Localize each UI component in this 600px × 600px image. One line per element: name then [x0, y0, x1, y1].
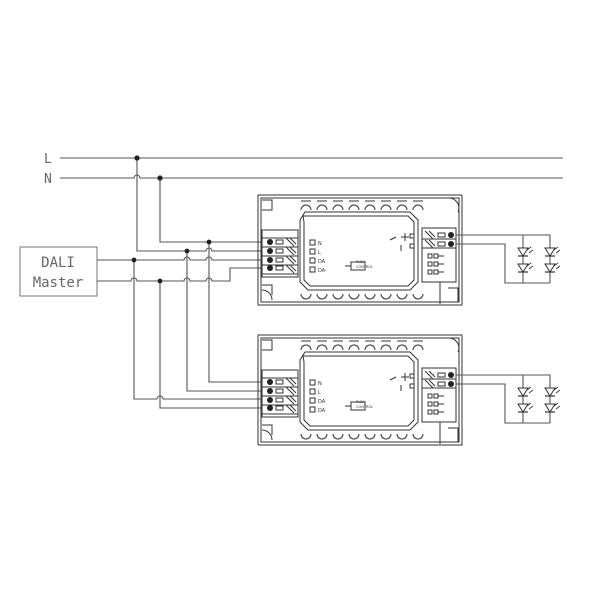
terminal-label-n: N	[318, 381, 322, 387]
led-output-negative-2	[456, 383, 550, 424]
terminal-label-da: DA	[318, 268, 326, 274]
dali-bus-2-driver-1	[97, 267, 262, 282]
led-icon	[517, 262, 534, 273]
led-icon	[517, 402, 534, 413]
dali-master-line2: Master	[33, 275, 84, 291]
neutral-wire	[60, 174, 563, 179]
terminal-label-da: DA	[318, 399, 326, 405]
junction-dot	[131, 257, 137, 263]
push-label: PUSH	[356, 400, 366, 404]
dali-master-box: DALI Master	[19, 246, 98, 297]
control-label: CONTROL	[356, 265, 373, 269]
dali-master-line1: DALI	[41, 255, 75, 271]
junction-dot	[134, 155, 140, 161]
led-icon	[544, 246, 561, 257]
terminal-label-l: L	[318, 250, 321, 256]
neutral-feed-driver-1	[159, 178, 262, 243]
led-driver-2: N L DA DA PUSH CONTROL	[257, 334, 561, 446]
terminal-label-l: L	[318, 390, 321, 396]
terminal-label-da: DA	[318, 259, 326, 265]
led-icon	[544, 402, 561, 413]
led-output-positive-2	[456, 374, 551, 423]
dali-bus-2-driver-2	[159, 281, 262, 409]
terminal-label-da: DA	[318, 408, 326, 414]
led-output-negative-1	[456, 243, 550, 284]
line-feed-driver-1	[136, 158, 262, 252]
terminal-label-n: N	[318, 241, 322, 247]
led-icon	[517, 386, 534, 397]
junction-dot	[157, 175, 163, 181]
neutral-feed-driver-2	[208, 242, 262, 383]
led-icon	[544, 386, 561, 397]
led-output-positive-1	[456, 234, 551, 283]
led-icon	[517, 246, 534, 257]
line-feed-driver-2	[186, 251, 262, 392]
junction-dot	[184, 248, 190, 254]
junction-dot	[157, 278, 163, 284]
junction-dots	[131, 155, 212, 284]
junction-dot	[206, 239, 212, 245]
push-label: PUSH	[356, 260, 366, 264]
dali-bus-1-driver-1	[97, 256, 262, 261]
led-driver-1: N L DA DA PUSH CONTROL	[257, 194, 463, 306]
led-icon	[544, 262, 561, 273]
dali-bus-1-driver-2	[133, 260, 262, 400]
line-label: L	[44, 152, 52, 167]
neutral-label: N	[44, 172, 52, 187]
control-label: CONTROL	[356, 405, 373, 409]
